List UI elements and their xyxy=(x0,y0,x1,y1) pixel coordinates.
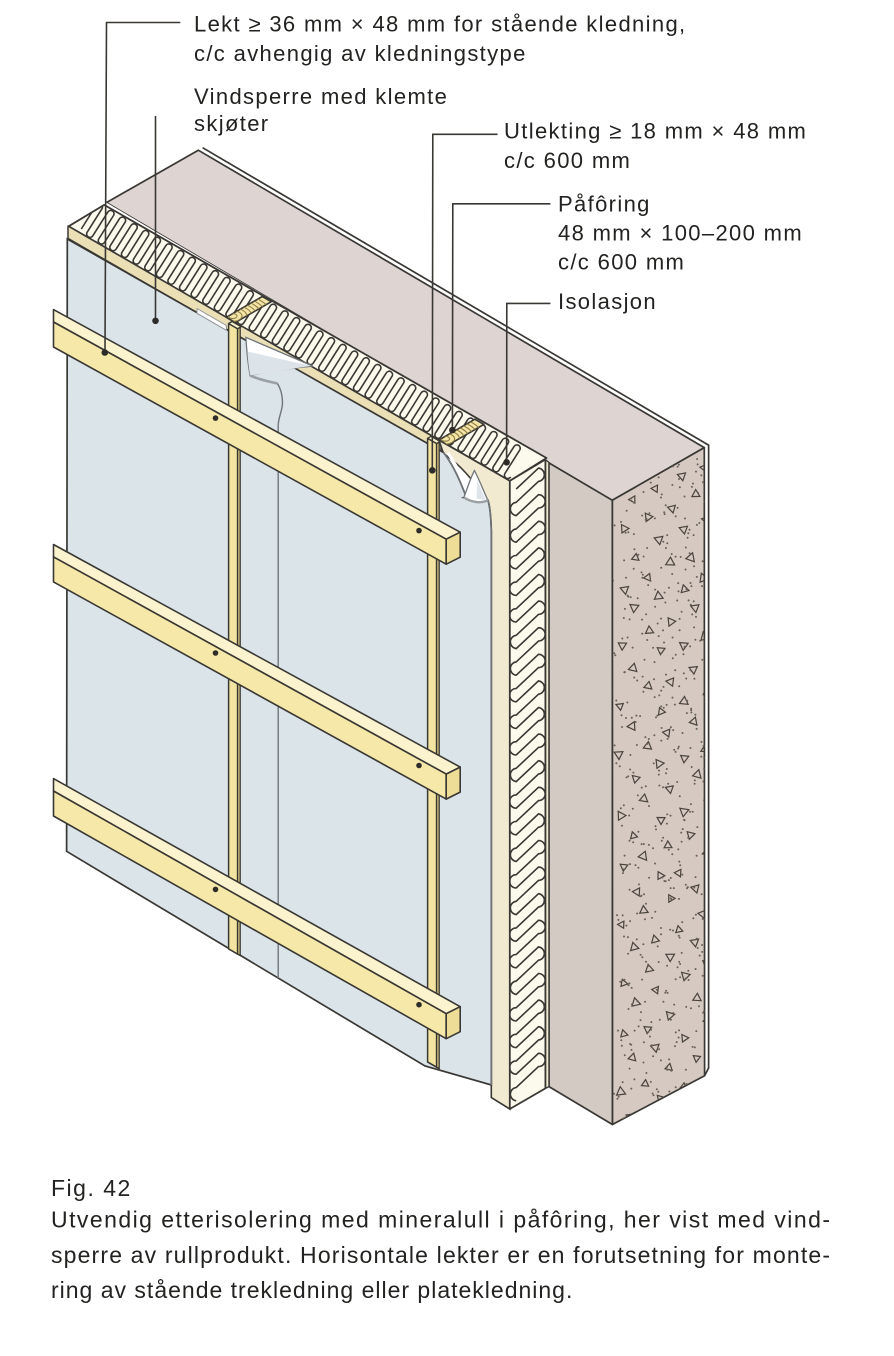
svg-text:Utlekting ≥ 18 mm × 48 mm: Utlekting ≥ 18 mm × 48 mm xyxy=(504,119,807,144)
svg-text:Fig. 42: Fig. 42 xyxy=(51,1175,132,1201)
svg-text:ring av stående trekledning el: ring av stående trekledning eller platek… xyxy=(51,1277,573,1303)
svg-text:Vindsperre med klemte: Vindsperre med klemte xyxy=(194,84,448,109)
svg-text:c/c 600 mm: c/c 600 mm xyxy=(558,250,685,275)
svg-text:Lekt ≥ 36 mm × 48 mm for ståen: Lekt ≥ 36 mm × 48 mm for stående klednin… xyxy=(194,11,687,36)
svg-text:Påfôring: Påfôring xyxy=(558,191,651,216)
svg-text:sperre av rullprodukt. Horison: sperre av rullprodukt. Horisontale lekte… xyxy=(51,1242,830,1268)
svg-text:48 mm × 100–200 mm: 48 mm × 100–200 mm xyxy=(558,221,803,246)
svg-text:skjøter: skjøter xyxy=(194,111,269,136)
svg-text:Isolasjon: Isolasjon xyxy=(558,289,657,314)
svg-text:c/c 600 mm: c/c 600 mm xyxy=(504,148,631,173)
svg-text:Utvendig etterisolering med mi: Utvendig etterisolering med mineralull i… xyxy=(51,1207,830,1233)
svg-text:c/c avhengig av kledningstype: c/c avhengig av kledningstype xyxy=(194,41,527,66)
